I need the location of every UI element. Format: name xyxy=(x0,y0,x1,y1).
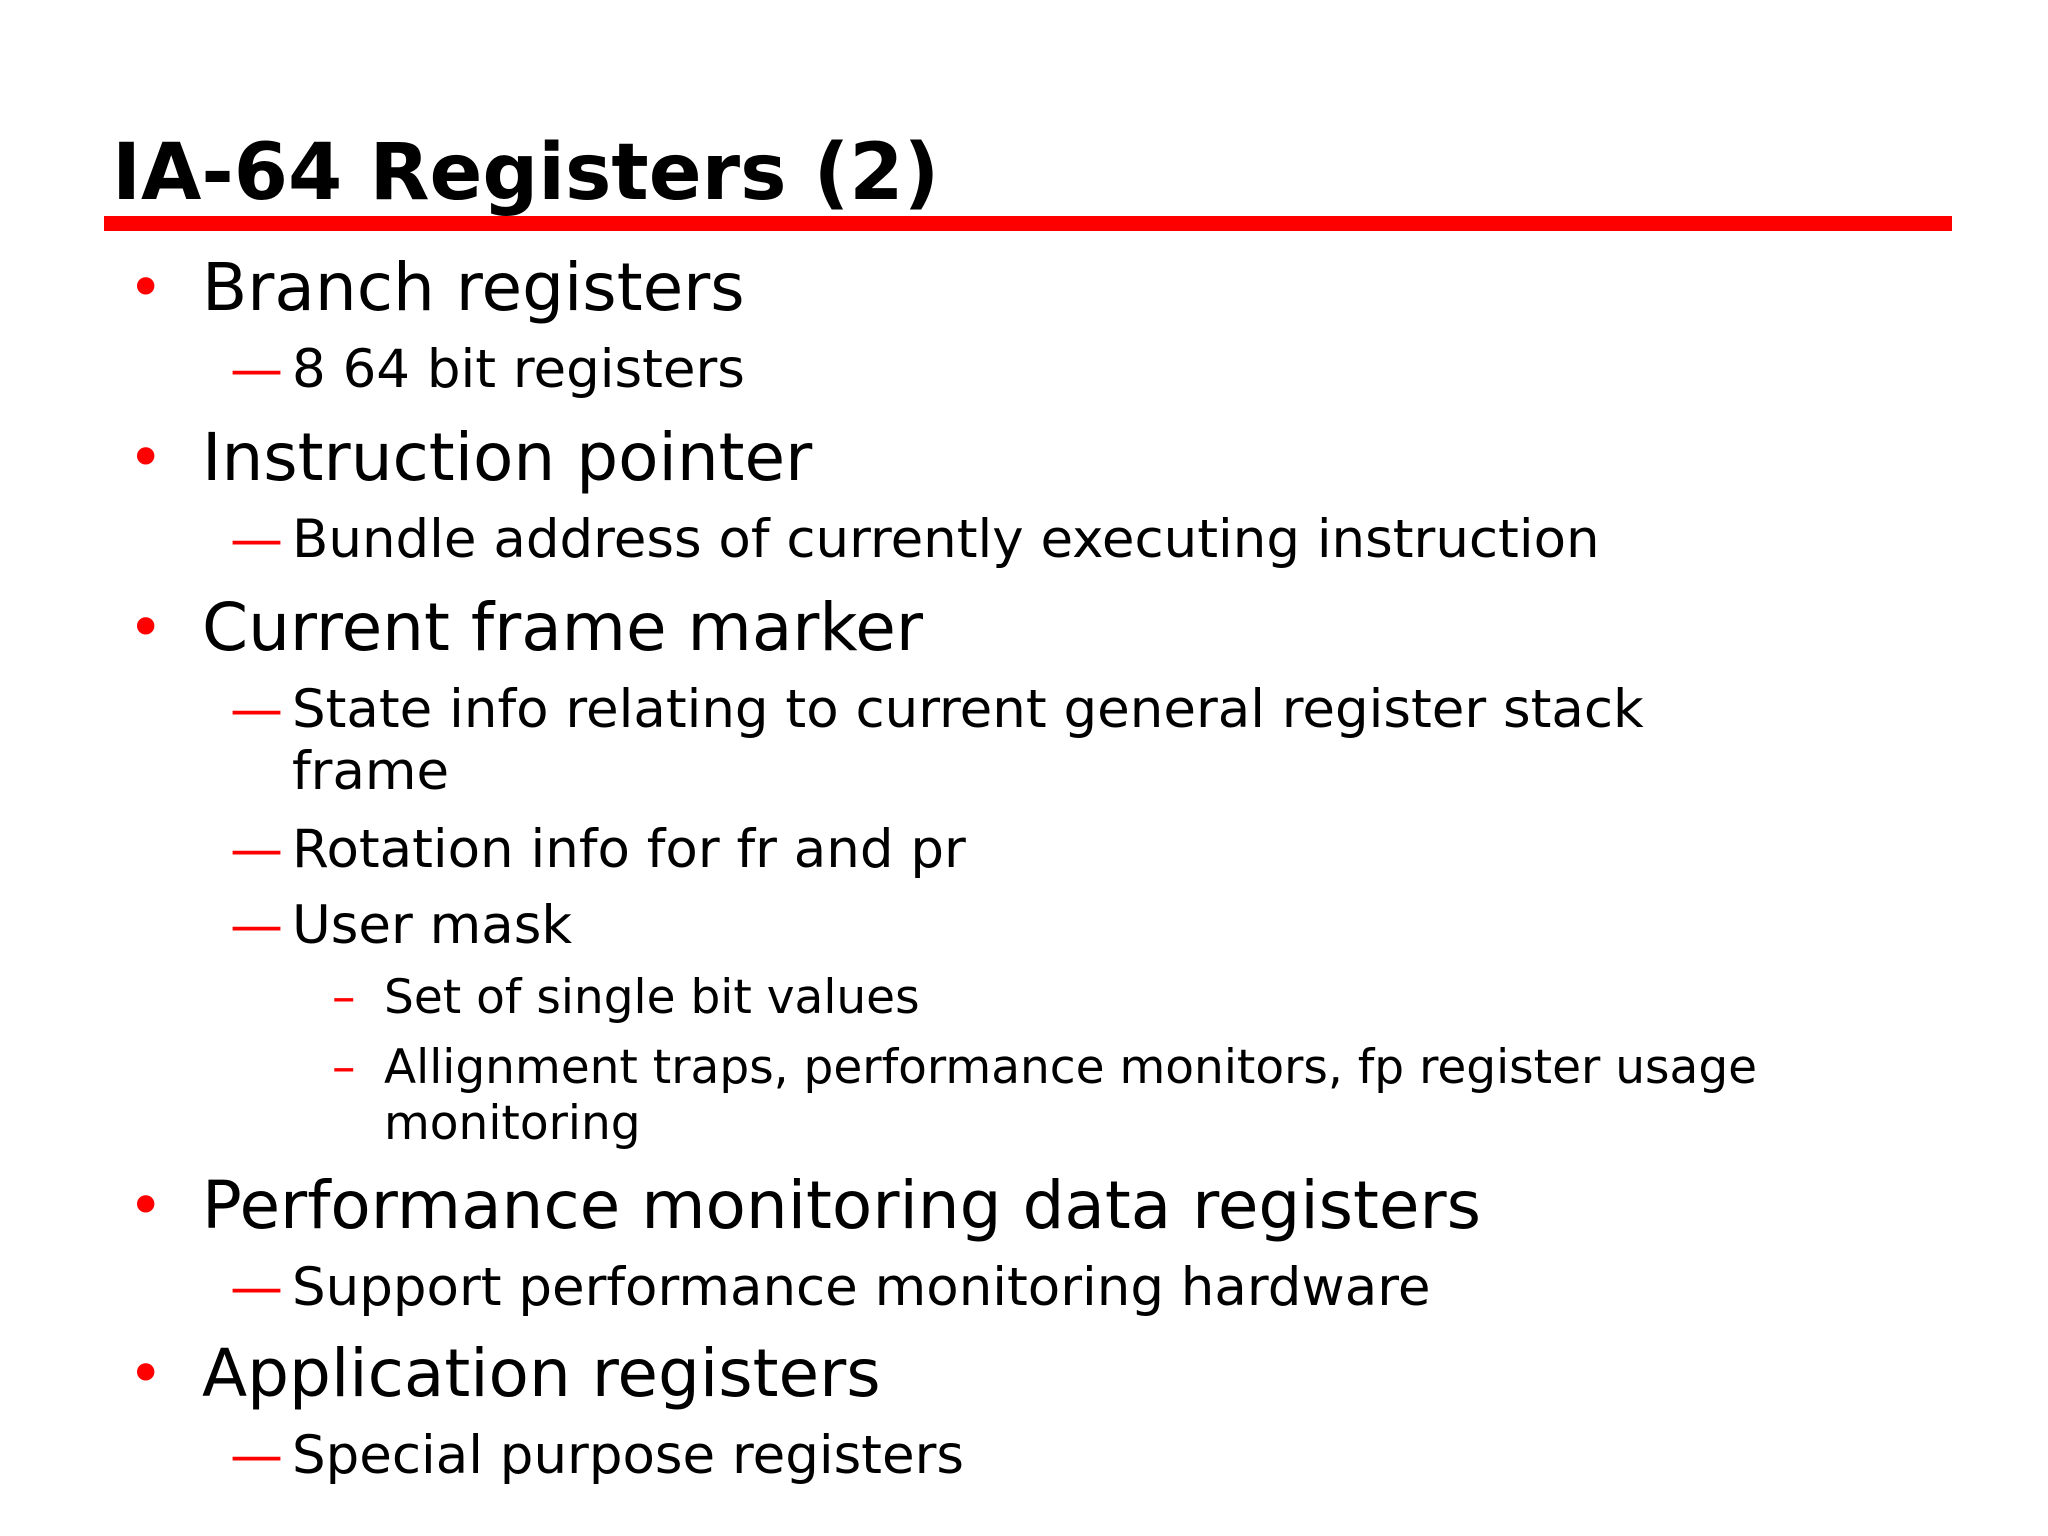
sub-bullet-marker: — xyxy=(230,679,283,740)
bullet-marker: • xyxy=(128,593,164,663)
bullet-marker: • xyxy=(128,1171,164,1241)
bullet-text: Application registers xyxy=(202,1335,881,1412)
sub-sub-bullet-continuation: monitoring xyxy=(384,1096,641,1151)
sub-bullet-marker: — xyxy=(230,819,283,880)
sub-bullet-text: State info relating to current general r… xyxy=(292,679,1644,740)
sub-bullet-text: Bundle address of currently executing in… xyxy=(292,509,1600,570)
bullet-text: Branch registers xyxy=(202,249,745,326)
sub-bullet-continuation: frame xyxy=(292,741,450,802)
sub-bullet-marker: — xyxy=(230,339,283,400)
bullet-marker: • xyxy=(128,423,164,493)
bullet-marker: • xyxy=(128,253,164,323)
sub-bullet-text: Special purpose registers xyxy=(292,1425,964,1486)
sub-bullet-text: Rotation info for fr and pr xyxy=(292,819,966,880)
sub-bullet-marker: — xyxy=(230,895,283,956)
sub-bullet-text: 8 64 bit registers xyxy=(292,339,745,400)
sub-sub-bullet-marker: – xyxy=(332,970,356,1025)
sub-sub-bullet-text: Allignment traps, performance monitors, … xyxy=(384,1040,1758,1095)
sub-bullet-text: Support performance monitoring hardware xyxy=(292,1257,1431,1318)
sub-sub-bullet-marker: – xyxy=(332,1040,356,1095)
sub-bullet-text: User mask xyxy=(292,895,573,956)
sub-sub-bullet-text: Set of single bit values xyxy=(384,970,920,1025)
sub-bullet-marker: — xyxy=(230,509,283,570)
bullet-marker: • xyxy=(128,1339,164,1409)
slide-title: IA-64 Registers (2) xyxy=(112,128,940,218)
sub-bullet-marker: — xyxy=(230,1425,283,1486)
sub-bullet-marker: — xyxy=(230,1257,283,1318)
title-underline xyxy=(104,216,1952,231)
bullet-text: Performance monitoring data registers xyxy=(202,1167,1482,1244)
bullet-text: Instruction pointer xyxy=(202,419,813,496)
bullet-text: Current frame marker xyxy=(202,589,924,666)
